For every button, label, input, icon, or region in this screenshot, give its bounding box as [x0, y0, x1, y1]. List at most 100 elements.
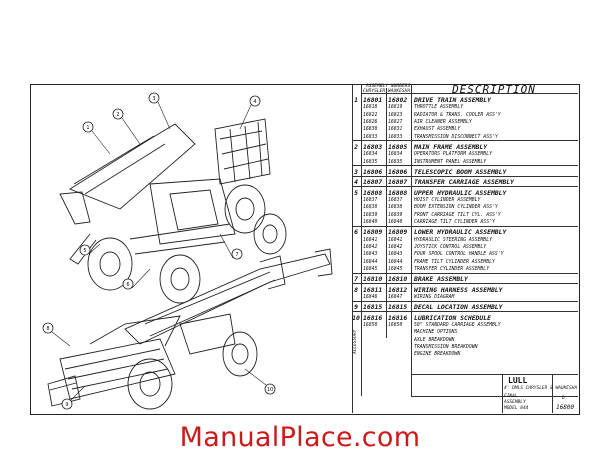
- waukesha-part-number: 16847: [388, 295, 403, 300]
- assembly-title: DRIVE TRAIN ASSEMBLY: [414, 96, 491, 104]
- waukesha-part-number: 16841: [388, 237, 403, 243]
- assembly-numbers-header: ASSEMBLY NUMBERS: [366, 84, 411, 89]
- waukesha-part-number: 16831: [388, 127, 403, 133]
- waukesha-part-number: 16827: [388, 120, 403, 125]
- lower-machine-drawing: [47, 248, 333, 410]
- chrysler-part-number: 16840: [363, 220, 378, 225]
- watermark-text: ManualPlace.com: [179, 422, 421, 453]
- company-logo: LULL: [508, 376, 528, 385]
- chrysler-part-number: 16822: [363, 112, 378, 118]
- chrysler-part-number: 16801: [363, 96, 383, 104]
- sub-assembly-title: 50" STANDARD CARRIAGE ASSEMBLY: [414, 323, 501, 329]
- sub-assembly-title: WIRING DIAGRAM: [414, 295, 455, 300]
- chrysler-part-number: 16835: [363, 159, 378, 165]
- chrysler-part-number: 16811: [363, 285, 383, 294]
- callout-3: 3: [152, 96, 155, 102]
- sub-assembly-title: TRANSMISSION BREAKDOWN: [414, 345, 478, 350]
- sub-assembly-title: THROTTLE ASSEMBLY: [414, 105, 464, 111]
- waukesha-part-number: 16823: [388, 112, 403, 118]
- callout-numbers: 1 2 3 4 5 6 7 8 9 10: [46, 96, 273, 408]
- row-separator: [352, 186, 578, 187]
- sub-assembly-title: FRONT CARRIAGE TILT CYL. ASS'Y: [414, 212, 501, 218]
- waukesha-part-number: 16806: [388, 167, 408, 176]
- waukesha-part-number: 16838: [388, 205, 403, 211]
- waukesha-part-number: 16850: [388, 323, 403, 329]
- sub-assembly-title: RADIATOR & TRANS. COOLER ASS'Y: [414, 112, 501, 118]
- waukesha-part-number: 16842: [388, 245, 403, 250]
- chrysler-part-number: 16838: [363, 205, 378, 211]
- sub-assembly-title: FOUR SPOOL CONTROL HANDLE ASS'Y: [414, 252, 504, 258]
- title-line3: ASSEMBLY: [504, 400, 526, 405]
- waukesha-part-number: 16807: [388, 178, 408, 187]
- chrysler-part-number: 16807: [363, 178, 383, 187]
- chrysler-part-number: 16808: [363, 188, 383, 197]
- waukesha-part-number: 16815: [388, 303, 408, 312]
- chrysler-part-number: 16815: [363, 303, 383, 312]
- sub-assembly-title: FRAME TILT CYLINDER ASSEMBLY: [414, 259, 495, 265]
- item-number: 3: [354, 167, 358, 176]
- item-number: 2: [354, 142, 358, 151]
- assembly-title: LUBRICATION SCHEDULE: [414, 313, 491, 322]
- accessory-side-label: ACCESSORY: [353, 329, 358, 354]
- callout-8: 8: [46, 326, 49, 332]
- waukesha-part-number: 16843: [388, 252, 403, 258]
- chrysler-part-number: 16833: [363, 134, 378, 140]
- upper-machine-drawing: [59, 118, 287, 304]
- chrysler-part-number: 16845: [363, 266, 378, 272]
- waukesha-part-number: 16809: [388, 228, 408, 237]
- item-number: 5: [354, 188, 358, 197]
- chrysler-part-number: 16846: [363, 295, 378, 300]
- item-number: 6: [354, 228, 358, 237]
- waukesha-part-number: 16802: [388, 96, 408, 104]
- chrysler-part-number: 16809: [363, 228, 383, 237]
- waukesha-part-number: 16808: [388, 188, 408, 197]
- chrysler-part-number: 16803: [363, 142, 383, 151]
- description-header: DESCRIPTION: [452, 83, 536, 96]
- waukesha-part-number: 16839: [388, 212, 403, 218]
- chrysler-part-number: 16842: [363, 245, 378, 250]
- assembly-title: UPPER HYDRAULIC ASSEMBLY: [414, 188, 507, 197]
- sub-assembly-title: JOYSTICK CONTROL ASSEMBLY: [414, 245, 487, 250]
- waukesha-part-number: 16835: [388, 159, 403, 165]
- chrysler-part-number: 16826: [363, 120, 378, 125]
- sub-assembly-title: EXHAUST ASSEMBLY: [414, 127, 461, 133]
- sub-assembly-title: AIR CLEANER ASSEMBLY: [414, 120, 472, 125]
- chrysler-part-number: 16818: [363, 105, 378, 111]
- sub-assembly-title: BOOM EXTENSION CYLINDER ASS'Y: [414, 205, 498, 211]
- chrysler-part-number: 16850: [363, 323, 378, 329]
- row-separator: [352, 272, 578, 274]
- sub-assembly-title: ENGINE BREAKDOWN: [414, 352, 461, 358]
- assembly-title: TELESCOPIC BOOM ASSEMBLY: [414, 167, 507, 176]
- sub-assembly-title: CARRIAGE TILT CYLINDER ASS'Y: [414, 220, 495, 225]
- row-separator: [352, 283, 578, 284]
- assembly-title: DECAL LOCATION ASSEMBLY: [414, 303, 503, 312]
- title-model: MODEL 844: [504, 406, 529, 411]
- chrysler-part-number: 16816: [363, 313, 383, 322]
- item-number: 9: [354, 303, 358, 312]
- machine-illustration: 1 2 3 4 5 6 7 8 9 10: [42, 92, 333, 410]
- sub-assembly-title: MACHINE OPTIONS: [414, 330, 458, 336]
- sheet-size: D: [562, 396, 565, 401]
- chrysler-part-number: 16843: [363, 252, 378, 258]
- row-separator: [352, 225, 578, 227]
- row-separator: [352, 140, 578, 141]
- waukesha-part-number: 16844: [388, 259, 403, 265]
- row-separator: [352, 300, 578, 302]
- assembly-title: LOWER HYDRAULIC ASSEMBLY: [414, 228, 507, 237]
- row-separator: [352, 311, 578, 312]
- item-number: 1: [354, 96, 358, 104]
- callout-7: 7: [235, 252, 238, 258]
- chrysler-part-number: 16830: [363, 127, 378, 133]
- assembly-title: MAIN FRAME ASSEMBLY: [414, 142, 488, 151]
- callout-circles: [42, 92, 276, 410]
- waukesha-part-number: 16845: [388, 266, 403, 272]
- sub-assembly-title: TRANSFER CYLINDER ASSEMBLY: [414, 266, 490, 272]
- chrysler-part-number: 16806: [363, 167, 383, 176]
- item-number: 8: [354, 285, 358, 294]
- callout-10: 10: [267, 387, 273, 393]
- callout-2: 2: [116, 112, 119, 118]
- drawing-number: 16800: [556, 404, 575, 411]
- waukesha-part-number: 16834: [388, 152, 403, 158]
- chrysler-header: CHRYSLER: [363, 89, 386, 94]
- callout-leaders: [51, 101, 267, 401]
